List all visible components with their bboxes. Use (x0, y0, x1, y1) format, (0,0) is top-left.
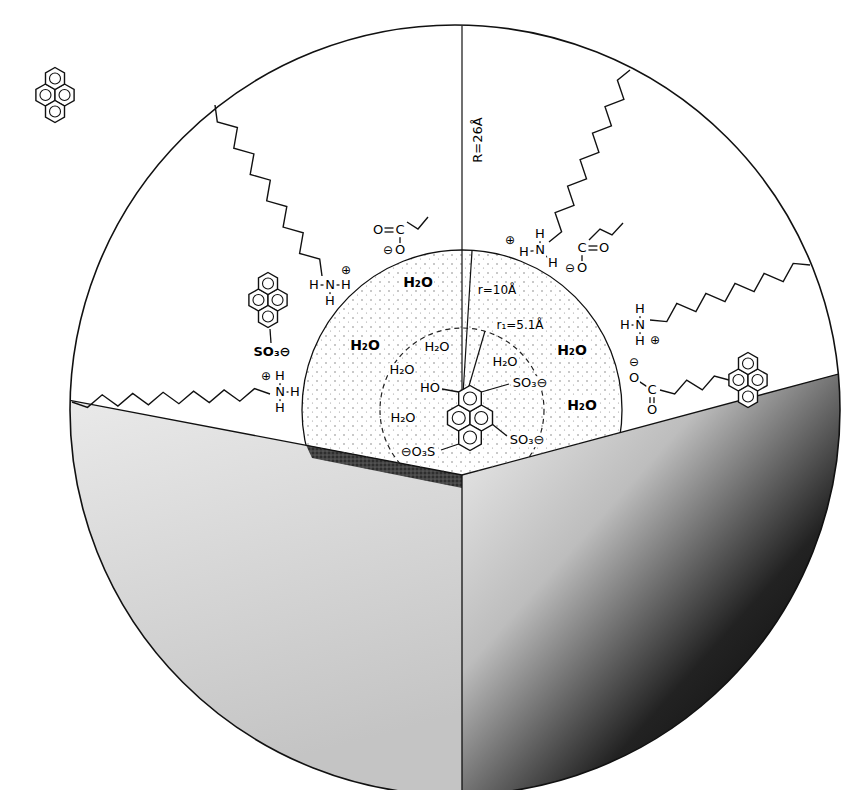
single-bond (321, 284, 324, 285)
dimension-label: R=26Å (471, 116, 485, 163)
aromatic-circle (743, 358, 754, 369)
dimension-label: r=10Å (477, 284, 517, 297)
alkyl-chain (215, 105, 322, 276)
ammonium-atom-label: ⊕ (649, 334, 661, 347)
ammonium-atom-label: H (289, 385, 301, 399)
sulfonate-label: HO (419, 381, 441, 395)
single-bond (270, 329, 271, 343)
single-bond (337, 284, 340, 285)
ammonium-atom-label: N (274, 385, 286, 399)
aromatic-circle (272, 295, 283, 306)
carboxylate-atom-label: C (646, 383, 657, 397)
carboxylate-atom-label: O (372, 223, 384, 237)
aromatic-circle (464, 392, 477, 405)
carboxylate-atom-label: O (646, 403, 658, 417)
radius-line (461, 26, 462, 410)
carboxylate-atom-label: O (394, 243, 406, 257)
single-bond (493, 425, 507, 437)
aromatic-ring (459, 386, 482, 412)
sulfonate-label: ⊖O₃S (400, 445, 437, 459)
aromatic-ring (46, 68, 65, 90)
carboxylate-atom-label: C (394, 223, 405, 237)
aromatic-circle (59, 90, 70, 101)
aromatic-circle (464, 431, 477, 444)
aromatic-circle (263, 311, 274, 322)
alkyl-chain (549, 70, 630, 242)
water-label: H₂O (556, 343, 588, 358)
carboxylate-atom-label: C (576, 241, 587, 255)
dimension-label: r₁=5.1Å (495, 319, 544, 332)
right-cut-face (462, 372, 846, 790)
aromatic-circle (40, 90, 51, 101)
ammonium-atom-label: H (324, 294, 336, 308)
aromatic-circle (452, 412, 465, 425)
double-bond (385, 231, 394, 232)
single-bond (481, 384, 509, 392)
aromatic-circle (743, 391, 754, 402)
double-bond (589, 245, 598, 246)
water-label: H₂O (349, 338, 381, 353)
aromatic-circle (253, 295, 264, 306)
aromatic-ring (739, 353, 758, 375)
single-bond (441, 444, 459, 450)
aromatic-circle (752, 375, 763, 386)
sulfonate-label: SO₃⊖ (252, 345, 291, 359)
aromatic-circle (733, 375, 744, 386)
alkyl-chain (407, 217, 428, 229)
water-label: H₂O (566, 398, 598, 413)
carboxylate-atom-label: ⊖ (564, 262, 576, 275)
aromatic-circle (475, 412, 488, 425)
aromatic-ring (259, 306, 278, 328)
ammonium-atom-label: N (534, 243, 546, 257)
double-bond (385, 227, 394, 228)
single-bond (530, 250, 533, 252)
ammonium-atom-label: H (634, 334, 646, 348)
ammonium-atom-label: H (274, 369, 286, 383)
ammonium-atom-label: H (534, 227, 546, 241)
aromatic-ring (46, 101, 65, 123)
water-label: H₂O (389, 411, 416, 425)
alkyl-chain (589, 223, 623, 240)
carboxylate-atom-label: O (628, 371, 640, 385)
cut-edge (461, 475, 462, 790)
carboxylate-atom-label: ⊖ (382, 244, 394, 257)
water-label: H₂O (423, 340, 450, 354)
ammonium-atom-label: H (340, 278, 352, 292)
water-label: H₂O (388, 363, 415, 377)
sulfonate-label: SO₃⊖ (509, 433, 546, 447)
aromatic-circle (50, 106, 61, 117)
micelle-outline (70, 25, 840, 790)
aromatic-ring (739, 386, 758, 408)
carboxylate-atom-label: O (598, 241, 610, 255)
molecule-drawings (36, 68, 810, 451)
ammonium-atom-label: N (634, 318, 646, 332)
ammonium-atom-label: H (619, 318, 631, 332)
ammonium-atom-label: ⊕ (260, 370, 272, 383)
ammonium-atom-label: H (274, 401, 286, 415)
ammonium-atom-label: ⊕ (504, 234, 516, 247)
ammonium-atom-label: H (518, 245, 530, 259)
aromatic-circle (50, 73, 61, 84)
ammonium-atom-label: H (547, 256, 559, 270)
alkyl-chain (650, 263, 810, 321)
carboxylate-atom-label: ⊖ (628, 356, 640, 369)
aromatic-circle (263, 278, 274, 289)
water-label: H₂O (402, 275, 434, 290)
carboxylate-atom-label: O (576, 261, 588, 275)
ammonium-atom-label: N (324, 278, 336, 292)
alkyl-chain (72, 389, 270, 408)
ammonium-atom-label: H (634, 302, 646, 316)
ammonium-atom-label: ⊕ (340, 264, 352, 277)
aromatic-ring (259, 273, 278, 295)
aromatic-ring (459, 425, 482, 451)
ammonium-atom-label: H (308, 278, 320, 292)
sulfonate-label: SO₃⊖ (512, 376, 549, 390)
double-bond (589, 249, 598, 250)
water-label: H₂O (491, 355, 518, 369)
single-bond (442, 389, 459, 392)
alkyl-chain (660, 376, 729, 394)
